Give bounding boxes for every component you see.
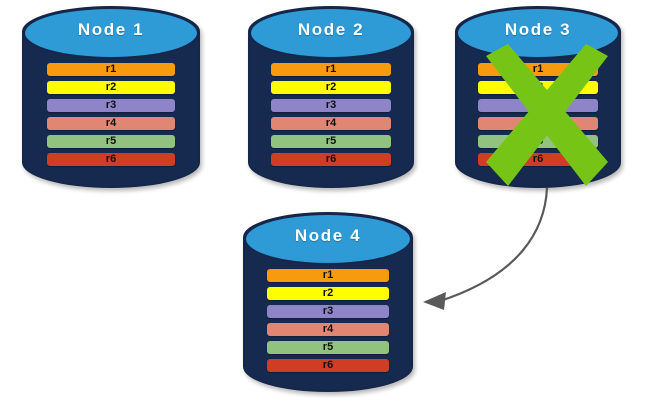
data-row[interactable]: r1	[478, 63, 598, 76]
data-row[interactable]: r4	[266, 323, 390, 336]
arrow-curve	[439, 187, 549, 303]
data-row[interactable]: r6	[46, 153, 176, 166]
data-row[interactable]: r6	[271, 153, 391, 166]
row-stack: r1 r2 r3 r4 r5 r6	[478, 63, 598, 166]
data-row[interactable]: r1	[46, 63, 176, 76]
data-row[interactable]: r2	[46, 81, 176, 94]
node-label: Node 4	[294, 226, 362, 245]
cylinder-top-disc	[249, 7, 413, 59]
data-row[interactable]: r3	[46, 99, 176, 112]
data-row[interactable]: r5	[266, 341, 390, 354]
data-row[interactable]: r6	[478, 153, 598, 166]
node-cylinder-4[interactable]: Node 4 r1 r2 r3 r4 r5 r6	[243, 212, 413, 392]
node-label: Node 1	[77, 20, 145, 39]
data-row[interactable]: r4	[271, 117, 391, 130]
data-row[interactable]: r1	[266, 269, 390, 282]
cylinder-top-disc	[23, 7, 199, 59]
row-stack: r1 r2 r3 r4 r5 r6	[266, 269, 390, 372]
data-row[interactable]: r3	[266, 305, 390, 318]
node-cylinder-2[interactable]: Node 2 r1 r2 r3 r4 r5 r6	[248, 6, 414, 188]
row-stack: r1 r2 r3 r4 r5 r6	[46, 63, 176, 166]
row-stack: r1 r2 r3 r4 r5 r6	[271, 63, 391, 166]
data-row[interactable]: r4	[46, 117, 176, 130]
data-row[interactable]: r5	[46, 135, 176, 148]
node-cylinder-1[interactable]: Node 1 r1 r2 r3 r4 r5 r6	[22, 6, 200, 188]
data-row[interactable]: r5	[478, 135, 598, 148]
data-row[interactable]: r3	[478, 99, 598, 112]
data-row[interactable]: r4	[478, 117, 598, 130]
data-row[interactable]: r6	[266, 359, 390, 372]
data-row[interactable]: r2	[478, 81, 598, 94]
cylinder-top-disc	[244, 213, 412, 265]
data-row[interactable]: r5	[271, 135, 391, 148]
data-row[interactable]: r2	[266, 287, 390, 300]
data-row[interactable]: r3	[271, 99, 391, 112]
node-label: Node 2	[297, 20, 365, 39]
node-cylinder-3[interactable]: Node 3 r1 r2 r3 r4 r5 r6	[455, 6, 621, 188]
data-row[interactable]: r2	[271, 81, 391, 94]
arrow-head	[423, 292, 446, 310]
node-label: Node 3	[504, 20, 572, 39]
data-row[interactable]: r1	[271, 63, 391, 76]
